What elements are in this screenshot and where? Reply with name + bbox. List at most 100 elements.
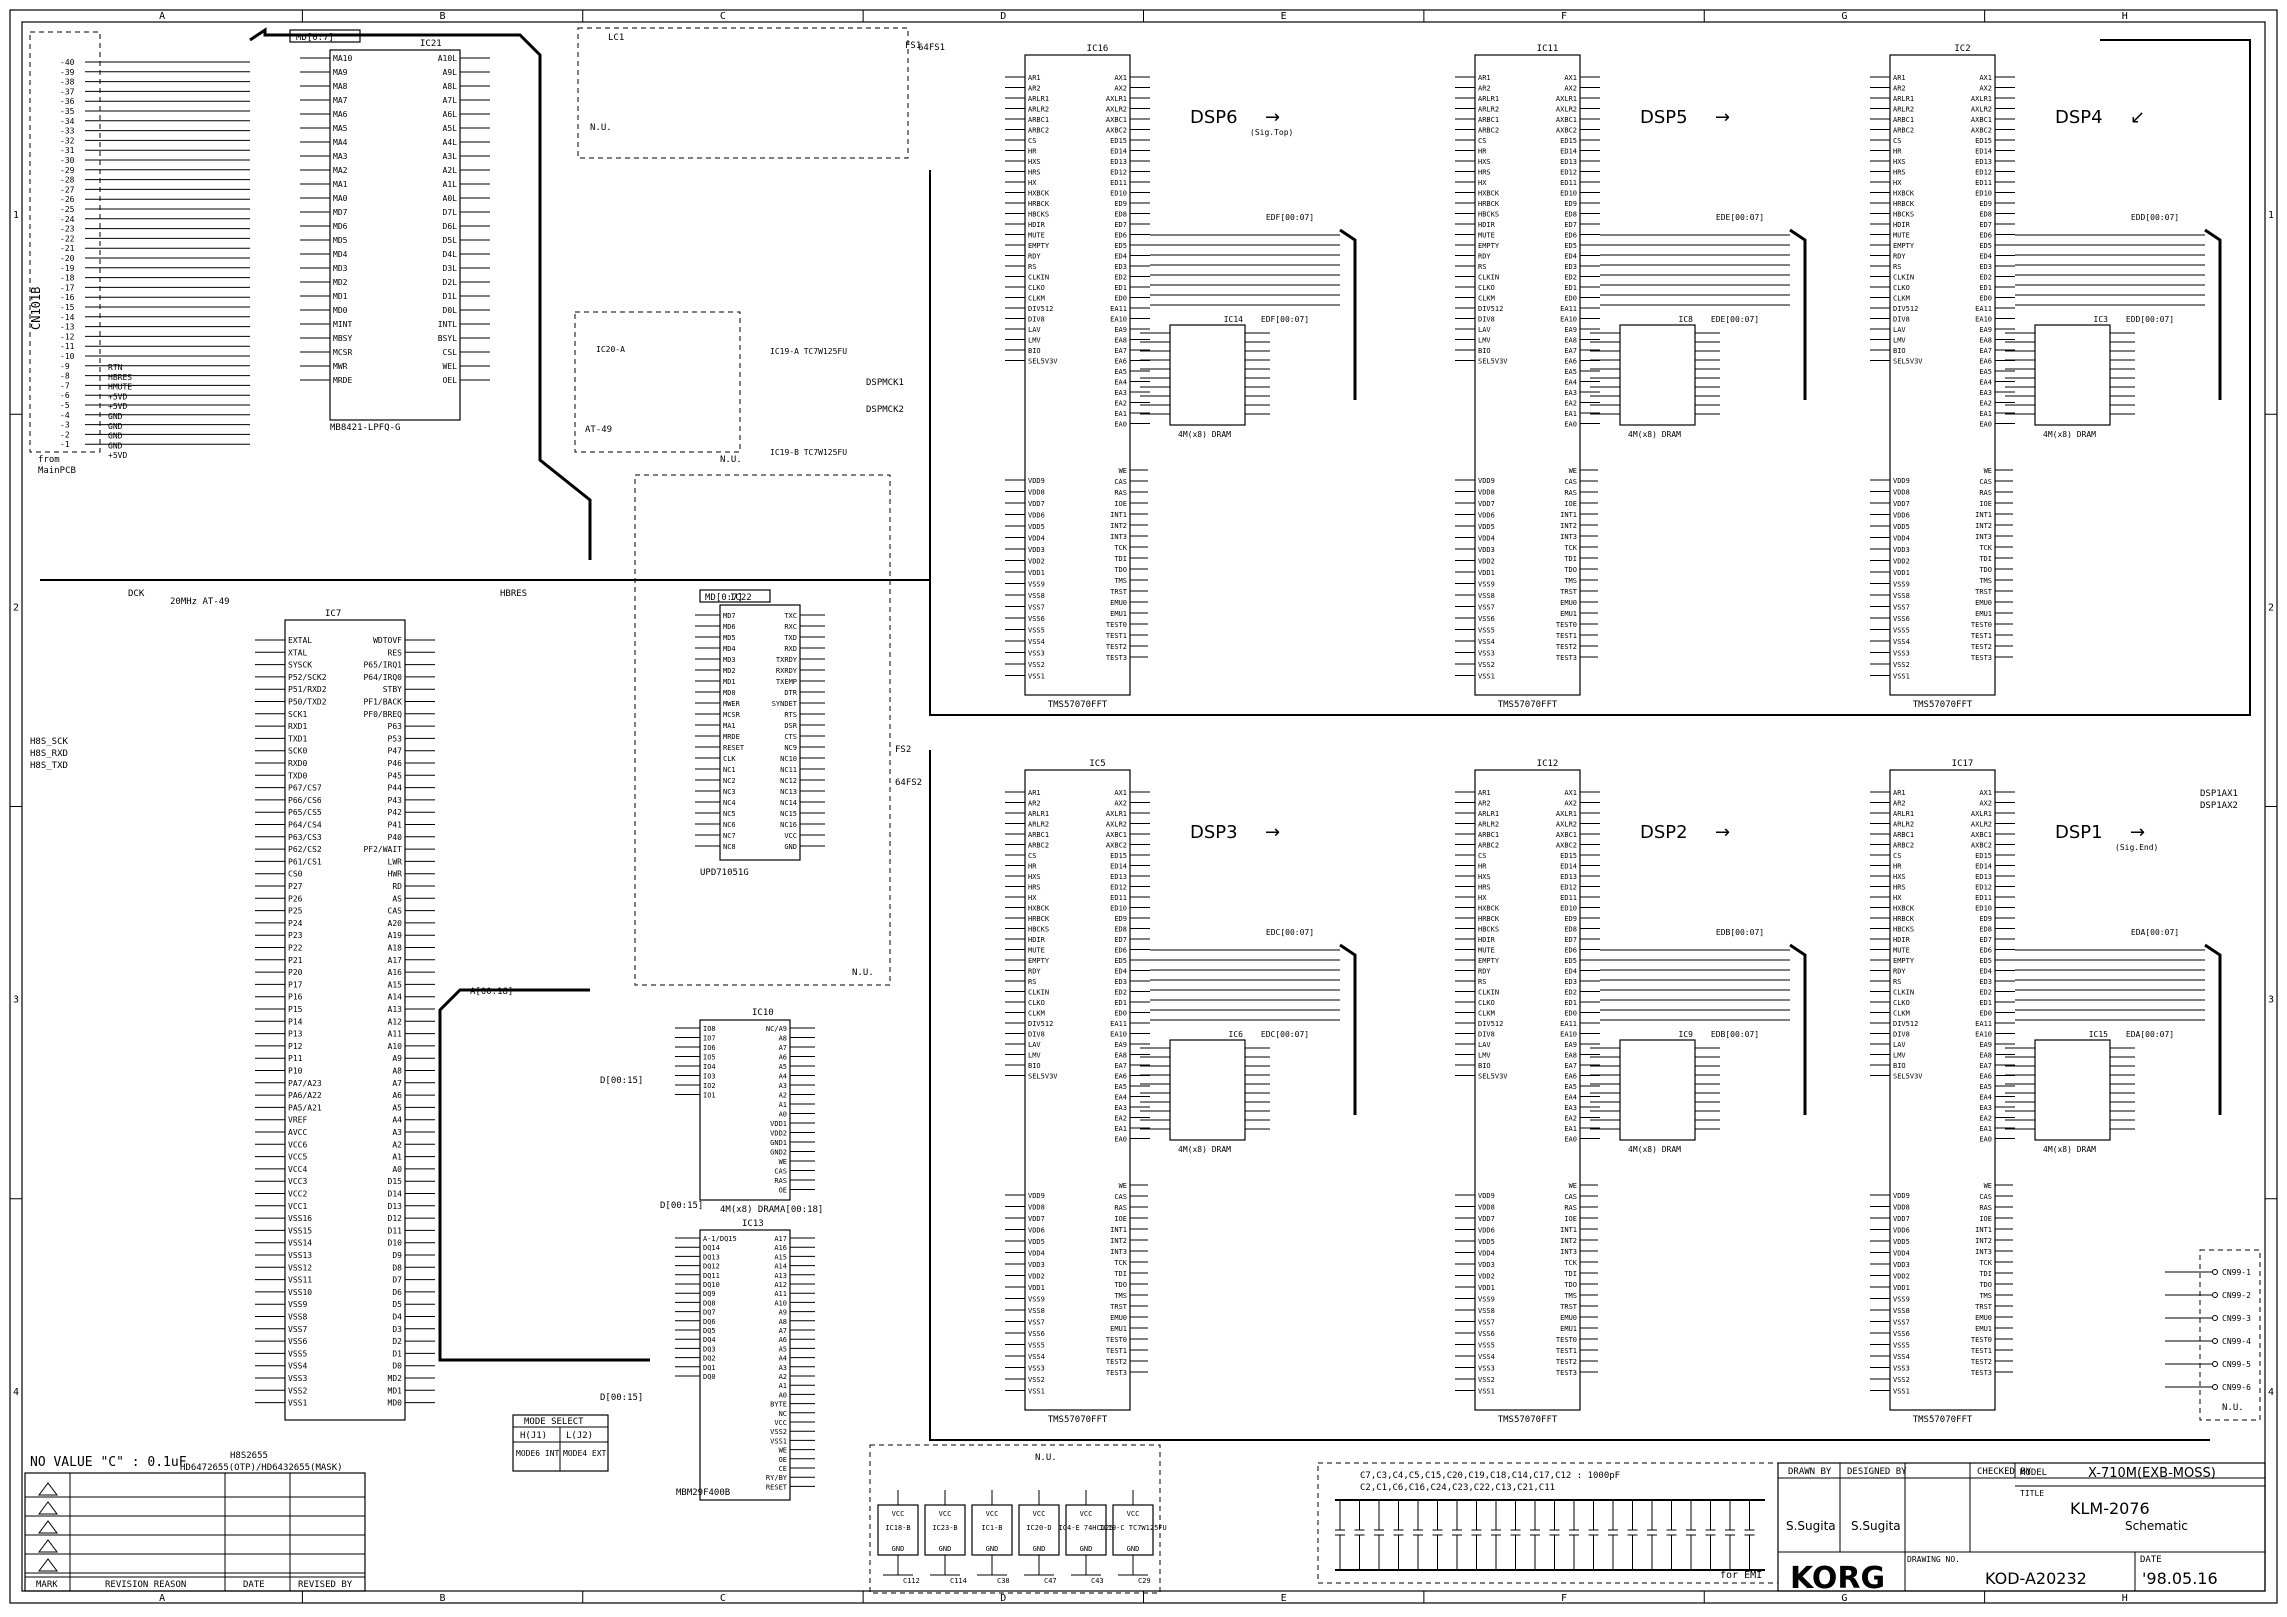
dsp-pin: ED11: [1110, 179, 1127, 187]
pin-label: MD5: [723, 634, 736, 642]
dsp-pin: HRBCK: [1893, 200, 1915, 208]
connector-pin-label: -11: [60, 342, 75, 351]
dsp-top-ring: [929, 39, 2251, 716]
dsp-pin: ED6: [1114, 232, 1127, 240]
grid-row-label-left: 2: [13, 602, 19, 613]
pin-label: D4L: [443, 250, 458, 259]
dsp-pin: EA2: [1564, 400, 1577, 408]
dsp-pin: AX1: [1564, 789, 1577, 797]
data-bus-label-3: D[00:15]: [600, 1393, 643, 1403]
dsp-pin: ED9: [1564, 915, 1577, 923]
dsp-pin: ED14: [1975, 148, 1992, 156]
grid-col-label-bottom: D: [1000, 1593, 1006, 1604]
dsp-pin: RAS: [1979, 489, 1992, 497]
dsp-pin: HX: [1893, 894, 1902, 902]
pin-label: D15: [388, 1177, 403, 1186]
pin-label: D5L: [443, 236, 458, 245]
dsp-pin: ED3: [1564, 978, 1577, 986]
dsp-pin: HXS: [1028, 158, 1041, 166]
dsp-pin: ED3: [1979, 978, 1992, 986]
pin-label: GND1: [770, 1139, 787, 1147]
dsp-pin: RDY: [1478, 968, 1491, 976]
dsp-pin: TEST0: [1106, 1336, 1127, 1344]
dsp-pin: ED0: [1979, 295, 1992, 303]
dsp-part: TMS57070FFT: [1048, 700, 1108, 710]
dsp-pin: IOE: [1114, 1215, 1127, 1223]
dsp-pin: AXBC2: [1971, 127, 1992, 135]
dsp-pin: TRST: [1975, 1303, 1993, 1311]
dsp-pin: LAV: [1028, 1041, 1041, 1049]
dsp-pin: ED11: [1975, 179, 1992, 187]
dsp-pin: TEST2: [1971, 1358, 1992, 1366]
dsp-pin: EA3: [1564, 1104, 1577, 1112]
pin-label: MD1: [333, 292, 348, 301]
fs1-label: FS1: [905, 41, 921, 51]
dsp-pin: CLKIN: [1478, 989, 1499, 997]
pin-label: WDTOVF: [373, 636, 402, 645]
dsp-pin: ED15: [1975, 137, 1992, 145]
dsp-pin: EA10: [1110, 316, 1127, 324]
dsp-pin: VSS8: [1893, 1307, 1910, 1315]
dsp-pin: INT3: [1560, 533, 1577, 541]
pin-label: DTR: [784, 689, 797, 697]
pin-label: A7: [779, 1327, 787, 1335]
drawing-no-value: KOD-A20232: [1985, 1569, 2087, 1588]
dsp-pin: VDD5: [1478, 523, 1495, 531]
pin-label: P21: [288, 956, 303, 965]
dsp-pin: MUTE: [1028, 232, 1045, 240]
pin-label: MD7: [333, 208, 348, 217]
dsp-pin: ARLR2: [1893, 821, 1914, 829]
cn99-pin: CN99-3: [2222, 1314, 2251, 1323]
dsp-pin: VSS5: [1893, 627, 1910, 635]
dsp-pin: EA1: [1564, 1125, 1577, 1133]
model-value: X-710M(EXB-MOSS): [2088, 1466, 2216, 1481]
dsp-pin: VSS8: [1028, 1307, 1045, 1315]
dsp-pin: HR: [1478, 148, 1487, 156]
pin-label: A9: [392, 1054, 402, 1063]
pin-label: GND: [784, 843, 797, 851]
grid-row-label-left: 3: [13, 995, 19, 1006]
pin-label: VSS3: [288, 1374, 307, 1383]
dsp-pin: RDY: [1893, 968, 1906, 976]
dsp-pin: VDD4: [1893, 1250, 1910, 1258]
pin-label: A10: [774, 1299, 787, 1307]
pin-label: A3: [392, 1128, 402, 1137]
dsp-pin: VDD7: [1028, 500, 1045, 508]
dsp-pin: VSS4: [1028, 638, 1045, 646]
pin-label: D13: [388, 1202, 403, 1211]
pin-label: A0L: [443, 194, 458, 203]
pin-label: CE: [779, 1465, 787, 1473]
pin-label: NC8: [723, 843, 736, 851]
buffer-ref: IC20-D: [1026, 1524, 1051, 1532]
pin-label: RY/BY: [766, 1474, 788, 1482]
pin-label: MRDE: [333, 376, 352, 385]
dsp-pin: EA9: [1564, 1041, 1577, 1049]
dsp-pin: EA11: [1975, 1020, 1992, 1028]
dsp-pin: ED0: [1114, 1010, 1127, 1018]
dsp-ref: IC16: [1087, 44, 1109, 54]
md-bus-tag-2: [699, 589, 771, 603]
pin-label: VSS15: [288, 1226, 312, 1235]
dsp-pin: TEST2: [1106, 643, 1127, 651]
pin-label: A0: [779, 1391, 787, 1399]
connector-pin-label: -35: [60, 107, 75, 116]
dsp-pin: VSS8: [1028, 592, 1045, 600]
dspmck1-label: DSPMCK1: [866, 378, 904, 388]
connector-pin-label: -1: [60, 440, 70, 449]
pin-label: P25: [288, 907, 303, 916]
pin-label: NC14: [780, 799, 797, 807]
dsp-pin: EA7: [1979, 1062, 1992, 1070]
dsp-part: TMS57070FFT: [1498, 700, 1558, 710]
pin-label: A20: [388, 919, 403, 928]
dsp-pin: VDD2: [1893, 558, 1910, 566]
pin-label: MA9: [333, 68, 348, 77]
dsp-pin: ED12: [1975, 884, 1992, 892]
emi-block: [1317, 1462, 1779, 1584]
dsp-arrow: →: [1715, 822, 1730, 843]
dsp-pin: EA11: [1110, 305, 1127, 313]
pin-label: A5: [392, 1103, 402, 1112]
dsp-pin: ARBC2: [1478, 127, 1499, 135]
dsp-pin: ED11: [1560, 894, 1577, 902]
dsp-pin: SEL5V3V: [1028, 1073, 1058, 1081]
pin-label: A6L: [443, 110, 458, 119]
